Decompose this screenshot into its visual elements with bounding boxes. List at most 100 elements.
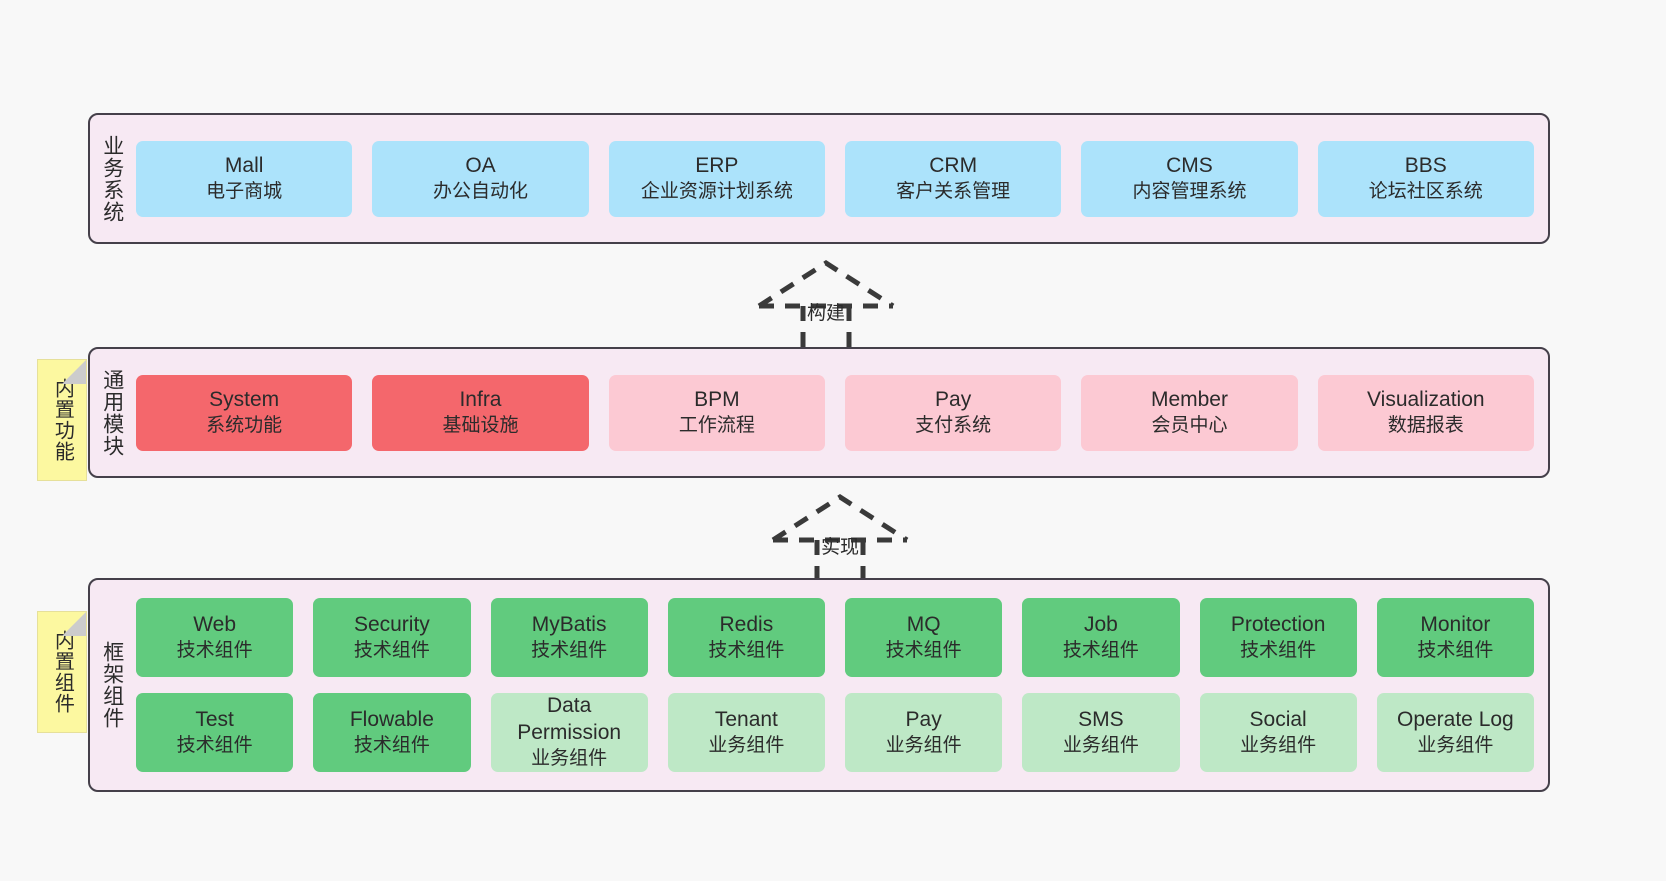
card-tenant[interactable]: Tenant 业务组件: [667, 693, 825, 772]
card-subtitle: 会员中心: [1151, 414, 1228, 436]
note-label: 内置功能: [51, 378, 74, 462]
card-subtitle: 企业资源计划系统: [640, 180, 793, 202]
card-subtitle: 业务组件: [531, 748, 608, 770]
layer-framework-components-title: 框架组件: [100, 641, 124, 729]
card-title: Monitor: [1420, 612, 1491, 636]
card-bbs[interactable]: BBS 论坛社区系统: [1317, 140, 1534, 217]
card-title: Test: [195, 707, 234, 731]
card-title: Operate Log: [1396, 707, 1514, 731]
card-title: BBS: [1404, 153, 1447, 177]
card-subtitle: 技术组件: [176, 734, 253, 756]
card-subtitle: 技术组件: [885, 639, 962, 661]
card-subtitle: 客户关系管理: [896, 180, 1011, 202]
layer-common-modules-body: System 系统功能 Infra 基础设施 BPM 工作流程 Pay 支付系统…: [134, 349, 1548, 476]
note-label: 内置组件: [51, 630, 74, 714]
note-builtin-features: 内置功能: [37, 359, 87, 481]
card-subtitle: 技术组件: [708, 639, 785, 661]
card-flowable[interactable]: Flowable 技术组件: [313, 693, 471, 772]
layer-common-modules: 通用模块 System 系统功能 Infra 基础设施 BPM 工作流程 Pay…: [88, 347, 1550, 478]
card-pay[interactable]: Pay 支付系统: [844, 374, 1062, 451]
card-monitor[interactable]: Monitor 技术组件: [1376, 598, 1534, 677]
card-subtitle: 技术组件: [531, 639, 608, 661]
card-subtitle: 电子商城: [206, 180, 283, 202]
layer-framework-components: 框架组件 Web 技术组件 Security 技术组件 MyBatis 技术组件…: [88, 578, 1550, 792]
card-crm[interactable]: CRM 客户关系管理: [844, 140, 1062, 217]
card-row-business: Test 技术组件 Flowable 技术组件 Data Permission …: [136, 693, 1534, 772]
card-title: Pay: [935, 387, 972, 411]
card-job[interactable]: Job 技术组件: [1022, 598, 1180, 677]
card-title: MyBatis: [531, 612, 607, 636]
card-title: ERP: [695, 153, 739, 177]
card-redis[interactable]: Redis 技术组件: [667, 598, 825, 677]
card-title: Member: [1150, 387, 1228, 411]
card-social[interactable]: Social 业务组件: [1199, 693, 1357, 772]
card-subtitle: 支付系统: [915, 414, 992, 436]
card-title: SMS: [1078, 707, 1124, 731]
layer-business-systems: 业务系统 Mall 电子商城 OA 办公自动化 ERP 企业资源计划系统 CRM…: [88, 113, 1550, 244]
note-builtin-components: 内置组件: [37, 611, 87, 733]
card-erp[interactable]: ERP 企业资源计划系统: [608, 140, 825, 217]
card-mq[interactable]: MQ 技术组件: [845, 598, 1003, 677]
card-web[interactable]: Web 技术组件: [136, 598, 294, 677]
card-sms[interactable]: SMS 业务组件: [1022, 693, 1180, 772]
card-subtitle: 技术组件: [1417, 639, 1494, 661]
card-pay-business[interactable]: Pay 业务组件: [845, 693, 1003, 772]
card-subtitle: 业务组件: [1240, 734, 1317, 756]
layer-common-modules-title: 通用模块: [100, 368, 124, 457]
layer-business-systems-title: 业务系统: [100, 134, 124, 223]
card-subtitle: 系统功能: [206, 414, 283, 436]
card-visualization[interactable]: Visualization 数据报表: [1317, 374, 1534, 451]
card-title: Web: [193, 612, 237, 636]
card-subtitle: 技术组件: [1062, 639, 1139, 661]
card-subtitle: 论坛社区系统: [1368, 180, 1483, 202]
card-title: Infra: [459, 387, 502, 411]
connector-build-label: 构建: [806, 303, 846, 324]
card-subtitle: 技术组件: [353, 639, 430, 661]
card-title: Flowable: [349, 707, 434, 731]
card-test[interactable]: Test 技术组件: [136, 693, 294, 772]
card-title: CMS: [1166, 153, 1213, 177]
card-title: Data Permission: [517, 694, 622, 745]
card-cms[interactable]: CMS 内容管理系统: [1081, 140, 1298, 217]
card-title: OA: [465, 153, 496, 177]
card-title: Social: [1249, 707, 1307, 731]
card-subtitle: 基础设施: [442, 414, 519, 436]
card-title: Tenant: [714, 707, 778, 731]
card-subtitle: 技术组件: [1240, 639, 1317, 661]
card-operate-log[interactable]: Operate Log 业务组件: [1376, 693, 1534, 772]
card-title: CRM: [929, 153, 978, 177]
card-title: Mall: [224, 153, 264, 177]
card-title: Pay: [905, 707, 942, 731]
card-subtitle: 工作流程: [678, 414, 755, 436]
card-row: System 系统功能 Infra 基础设施 BPM 工作流程 Pay 支付系统…: [136, 374, 1534, 451]
card-data-permission[interactable]: Data Permission 业务组件: [490, 693, 648, 772]
card-protection[interactable]: Protection 技术组件: [1199, 598, 1357, 677]
connector-implement: 实现: [760, 492, 920, 588]
card-row: Mall 电子商城 OA 办公自动化 ERP 企业资源计划系统 CRM 客户关系…: [136, 140, 1534, 217]
card-mybatis[interactable]: MyBatis 技术组件: [490, 598, 648, 677]
card-subtitle: 技术组件: [353, 734, 430, 756]
connector-build: 构建: [746, 258, 906, 354]
card-row-technical: Web 技术组件 Security 技术组件 MyBatis 技术组件 Redi…: [136, 598, 1534, 677]
card-title: Job: [1083, 612, 1118, 636]
card-subtitle: 技术组件: [176, 639, 253, 661]
card-title: System: [209, 387, 280, 411]
card-mall[interactable]: Mall 电子商城: [136, 140, 353, 217]
card-title: BPM: [694, 387, 740, 411]
card-member[interactable]: Member 会员中心: [1081, 374, 1298, 451]
card-subtitle: 业务组件: [885, 734, 962, 756]
card-subtitle: 内容管理系统: [1132, 180, 1247, 202]
card-infra[interactable]: Infra 基础设施: [372, 374, 589, 451]
card-oa[interactable]: OA 办公自动化: [372, 140, 589, 217]
card-title: Protection: [1230, 612, 1326, 636]
card-system[interactable]: System 系统功能: [136, 374, 353, 451]
card-title: Visualization: [1367, 387, 1485, 411]
connector-implement-label: 实现: [820, 537, 860, 558]
card-security[interactable]: Security 技术组件: [313, 598, 471, 677]
card-title: Security: [353, 612, 430, 636]
card-subtitle: 业务组件: [1062, 734, 1139, 756]
card-subtitle: 办公自动化: [432, 180, 528, 202]
layer-business-systems-body: Mall 电子商城 OA 办公自动化 ERP 企业资源计划系统 CRM 客户关系…: [134, 115, 1548, 242]
card-subtitle: 业务组件: [708, 734, 785, 756]
card-bpm[interactable]: BPM 工作流程: [608, 374, 825, 451]
